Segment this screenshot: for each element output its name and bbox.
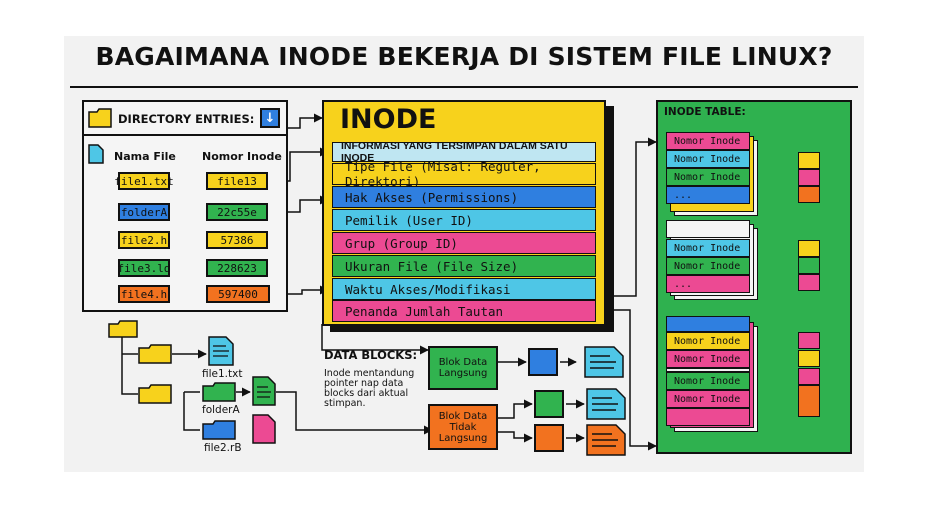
table-2-row-2[interactable]: Nomor Inode	[666, 257, 750, 275]
table-1-row-2[interactable]: Nomor Inode	[666, 150, 750, 168]
document-icon-1	[584, 346, 624, 378]
table-3-row-4[interactable]: Nomor Inode	[666, 390, 750, 408]
pointer-2-b	[798, 257, 820, 274]
tree-root-folder-icon	[108, 320, 138, 338]
inode-field-links: Penanda Jumlah Tautan	[332, 300, 596, 322]
arrow-inode-to-table-1	[608, 137, 657, 297]
entry-name-3[interactable]: file2.h	[118, 231, 170, 249]
pointer-1-a	[798, 152, 820, 169]
pointer-3-b	[798, 350, 820, 367]
entry-name-5[interactable]: file4.h	[118, 285, 170, 303]
page-title: BAGAIMANA INODE BEKERJA DI SISTEM FILE L…	[95, 42, 833, 71]
table-1-row-1[interactable]: Nomor Inode	[666, 132, 750, 150]
pointer-3-c	[798, 368, 820, 385]
tree-file1-icon	[208, 336, 234, 366]
entry-name-2[interactable]: folderA	[118, 203, 170, 221]
table-3-bottom	[666, 408, 750, 426]
pointer-2-c	[798, 274, 820, 291]
indirect-block-label-3: Langsung	[438, 432, 488, 444]
entry-inode-3: 57386	[206, 231, 268, 249]
arrow-indirect-to-block1	[498, 399, 533, 419]
entry-name-1[interactable]: file1.txt	[114, 172, 174, 190]
pointer-3-d	[798, 385, 820, 417]
entry-inode-1: file13	[206, 172, 268, 190]
tree-label-file1: file1.txt	[202, 368, 243, 380]
pointer-1-c	[798, 186, 820, 203]
title-divider	[70, 86, 858, 88]
data-block-blue	[528, 348, 558, 376]
tree-line-root	[121, 336, 138, 395]
data-blocks-desc-4: stimpan.	[324, 398, 366, 409]
data-blocks-desc-2: pointer nap data	[324, 378, 404, 389]
table-group-3-top	[666, 316, 750, 332]
data-blocks-desc-3: blocks dari aktual	[324, 388, 409, 399]
tree-label-file2: file2.rB	[204, 442, 242, 454]
arrow-inode-to-datablocks	[321, 324, 429, 355]
arrow-dir-to-inode	[288, 113, 323, 129]
arrow-inode-to-table-2	[608, 309, 657, 451]
data-block-green	[534, 390, 564, 418]
direct-block-label-2: Langsung	[438, 368, 488, 379]
tree-label-folderA: folderA	[202, 404, 240, 416]
indirect-block-label-1: Blok Data	[438, 410, 488, 422]
column-header-inode: Nomor Inode	[202, 150, 282, 163]
table-group-2-top	[666, 220, 750, 238]
direct-block-label-1: Blok Data	[438, 357, 488, 368]
inode-info-header: INFORMASI YANG TERSIMPAN DALAM SATU INOD…	[332, 140, 596, 164]
data-block-orange	[534, 424, 564, 452]
tree-folderA-icon	[202, 382, 236, 402]
indirect-block[interactable]: Blok Data Tidak Langsung	[428, 404, 498, 450]
document-icon-2	[586, 388, 626, 420]
inode-field-group: Grup (Group ID)	[332, 232, 596, 254]
indirect-block-label-2: Tidak	[449, 421, 477, 433]
table-2-row-1[interactable]: Nomor Inode	[666, 239, 750, 257]
inode-field-type: Tipe File (Misal: Reguler, Direktori)	[332, 159, 596, 189]
table-1-row-3[interactable]: Nomor Inode	[666, 168, 750, 186]
arrow-indirect-to-block2	[498, 431, 533, 443]
tree-folder-icon-1	[138, 344, 172, 364]
table-3-row-2[interactable]: Nomor Inode	[666, 350, 750, 368]
directory-header: DIRECTORY ENTRIES:	[118, 112, 255, 126]
directory-header-bar	[82, 100, 288, 136]
file-icon	[88, 144, 104, 164]
data-blocks-header: DATA BLOCKS:	[324, 348, 418, 362]
download-icon[interactable]: ↓	[260, 108, 280, 128]
inode-field-size: Ukuran File (File Size)	[332, 255, 596, 277]
tree-pink-file-icon	[252, 414, 276, 444]
inode-table-header: INODE TABLE:	[664, 106, 746, 118]
table-3-spacer	[666, 368, 750, 372]
table-1-row-4[interactable]: ...	[666, 186, 750, 204]
table-3-row-1[interactable]: Nomor Inode	[666, 332, 750, 350]
tree-folder-icon-2	[138, 384, 172, 404]
inode-title: INODE	[340, 104, 437, 135]
pointer-3-a	[798, 332, 820, 349]
document-icon-3	[586, 424, 626, 456]
tree-line-folderA	[183, 391, 200, 431]
column-header-name: Nama File	[114, 150, 176, 163]
pointer-2-a	[798, 240, 820, 257]
inode-field-owner: Pemilik (User ID)	[332, 209, 596, 231]
data-blocks-desc-1: Inode mentandung	[324, 368, 415, 379]
inode-field-permissions: Hak Akses (Permissions)	[332, 186, 596, 208]
inode-field-time: Waktu Akses/Modifikasi	[332, 278, 596, 300]
tree-folderA-file-icon	[252, 376, 276, 406]
tree-arrow-to-blocks	[276, 391, 433, 435]
tree-folder-blue-icon	[202, 420, 236, 440]
entry-inode-5: 597400	[206, 285, 270, 303]
folder-icon	[88, 108, 112, 128]
table-2-row-3[interactable]: ...	[666, 275, 750, 293]
pointer-1-b	[798, 169, 820, 186]
entry-inode-4: 228623	[206, 259, 268, 277]
table-3-row-3[interactable]: Nomor Inode	[666, 372, 750, 390]
direct-block[interactable]: Blok Data Langsung	[428, 346, 498, 390]
entry-inode-2: 22c55e	[206, 203, 268, 221]
entry-name-4[interactable]: file3.ld	[118, 259, 171, 277]
